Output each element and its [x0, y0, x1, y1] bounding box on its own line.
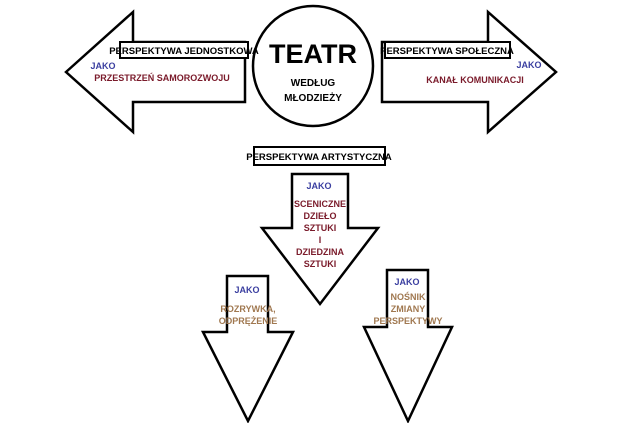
down-arrow-jako: JAKO: [306, 181, 331, 191]
bottom-right-arrow-role-line-3: PERSPEKTYWY: [373, 316, 442, 326]
down-arrow-role-line-2: DZIEŁO: [304, 211, 337, 221]
down-arrow-role-line-6: SZTUKI: [304, 259, 337, 269]
down-arrow-label: PERSPEKTYWA ARTYSTYCZNA: [246, 152, 392, 163]
bottom-right-arrow-role-line-2: ZMIANY: [391, 304, 426, 314]
right-arrow-shape: [380, 9, 558, 135]
right-arrow-role: KANAŁ KOMUNIKACJI: [426, 75, 524, 85]
left-arrow-jako: JAKO: [90, 61, 115, 71]
center-subtitle-line-1: WEDŁUG: [291, 78, 336, 89]
left-arrow-label: PERSPEKTYWA JEDNOSTKOWA: [109, 46, 259, 57]
bottom-left-arrow-shape: [200, 274, 296, 423]
center-title: TEATR: [269, 39, 357, 69]
left-arrow-role: PRZESTRZEŃ SAMOROZWOJU: [94, 73, 230, 83]
left-label-box: [119, 41, 249, 59]
down-arrow-shape: [259, 172, 381, 307]
center-circle: [251, 4, 375, 128]
bottom-right-arrow-role-line-1: NOŚNIK: [390, 291, 426, 302]
left-arrow-shape: [64, 9, 247, 135]
down-arrow-role-line-5: DZIEDZINA: [296, 247, 344, 257]
down-arrow-role-line-4: I: [319, 235, 322, 245]
bottom-right-arrow-shape: [362, 268, 454, 423]
down-arrow-role-line-3: SZTUKI: [304, 223, 337, 233]
center-subtitle-line-2: MŁODZIEŻY: [284, 91, 342, 104]
bottom-left-arrow-role-line-1: ROZRYWKA,: [220, 304, 275, 314]
down-arrow-role-line-1: SCENICZNE: [294, 199, 346, 209]
down-label-box: [253, 146, 386, 166]
bottom-right-arrow-jako: JAKO: [394, 277, 419, 287]
bottom-left-arrow-role-line-2: ODPRĘŻENIE: [219, 316, 278, 326]
right-arrow-label: PERSPEKTYWA SPOŁECZNA: [380, 46, 514, 57]
right-label-box: [384, 41, 511, 59]
right-arrow-jako: JAKO: [516, 60, 541, 70]
bottom-left-arrow-jako: JAKO: [234, 285, 259, 295]
